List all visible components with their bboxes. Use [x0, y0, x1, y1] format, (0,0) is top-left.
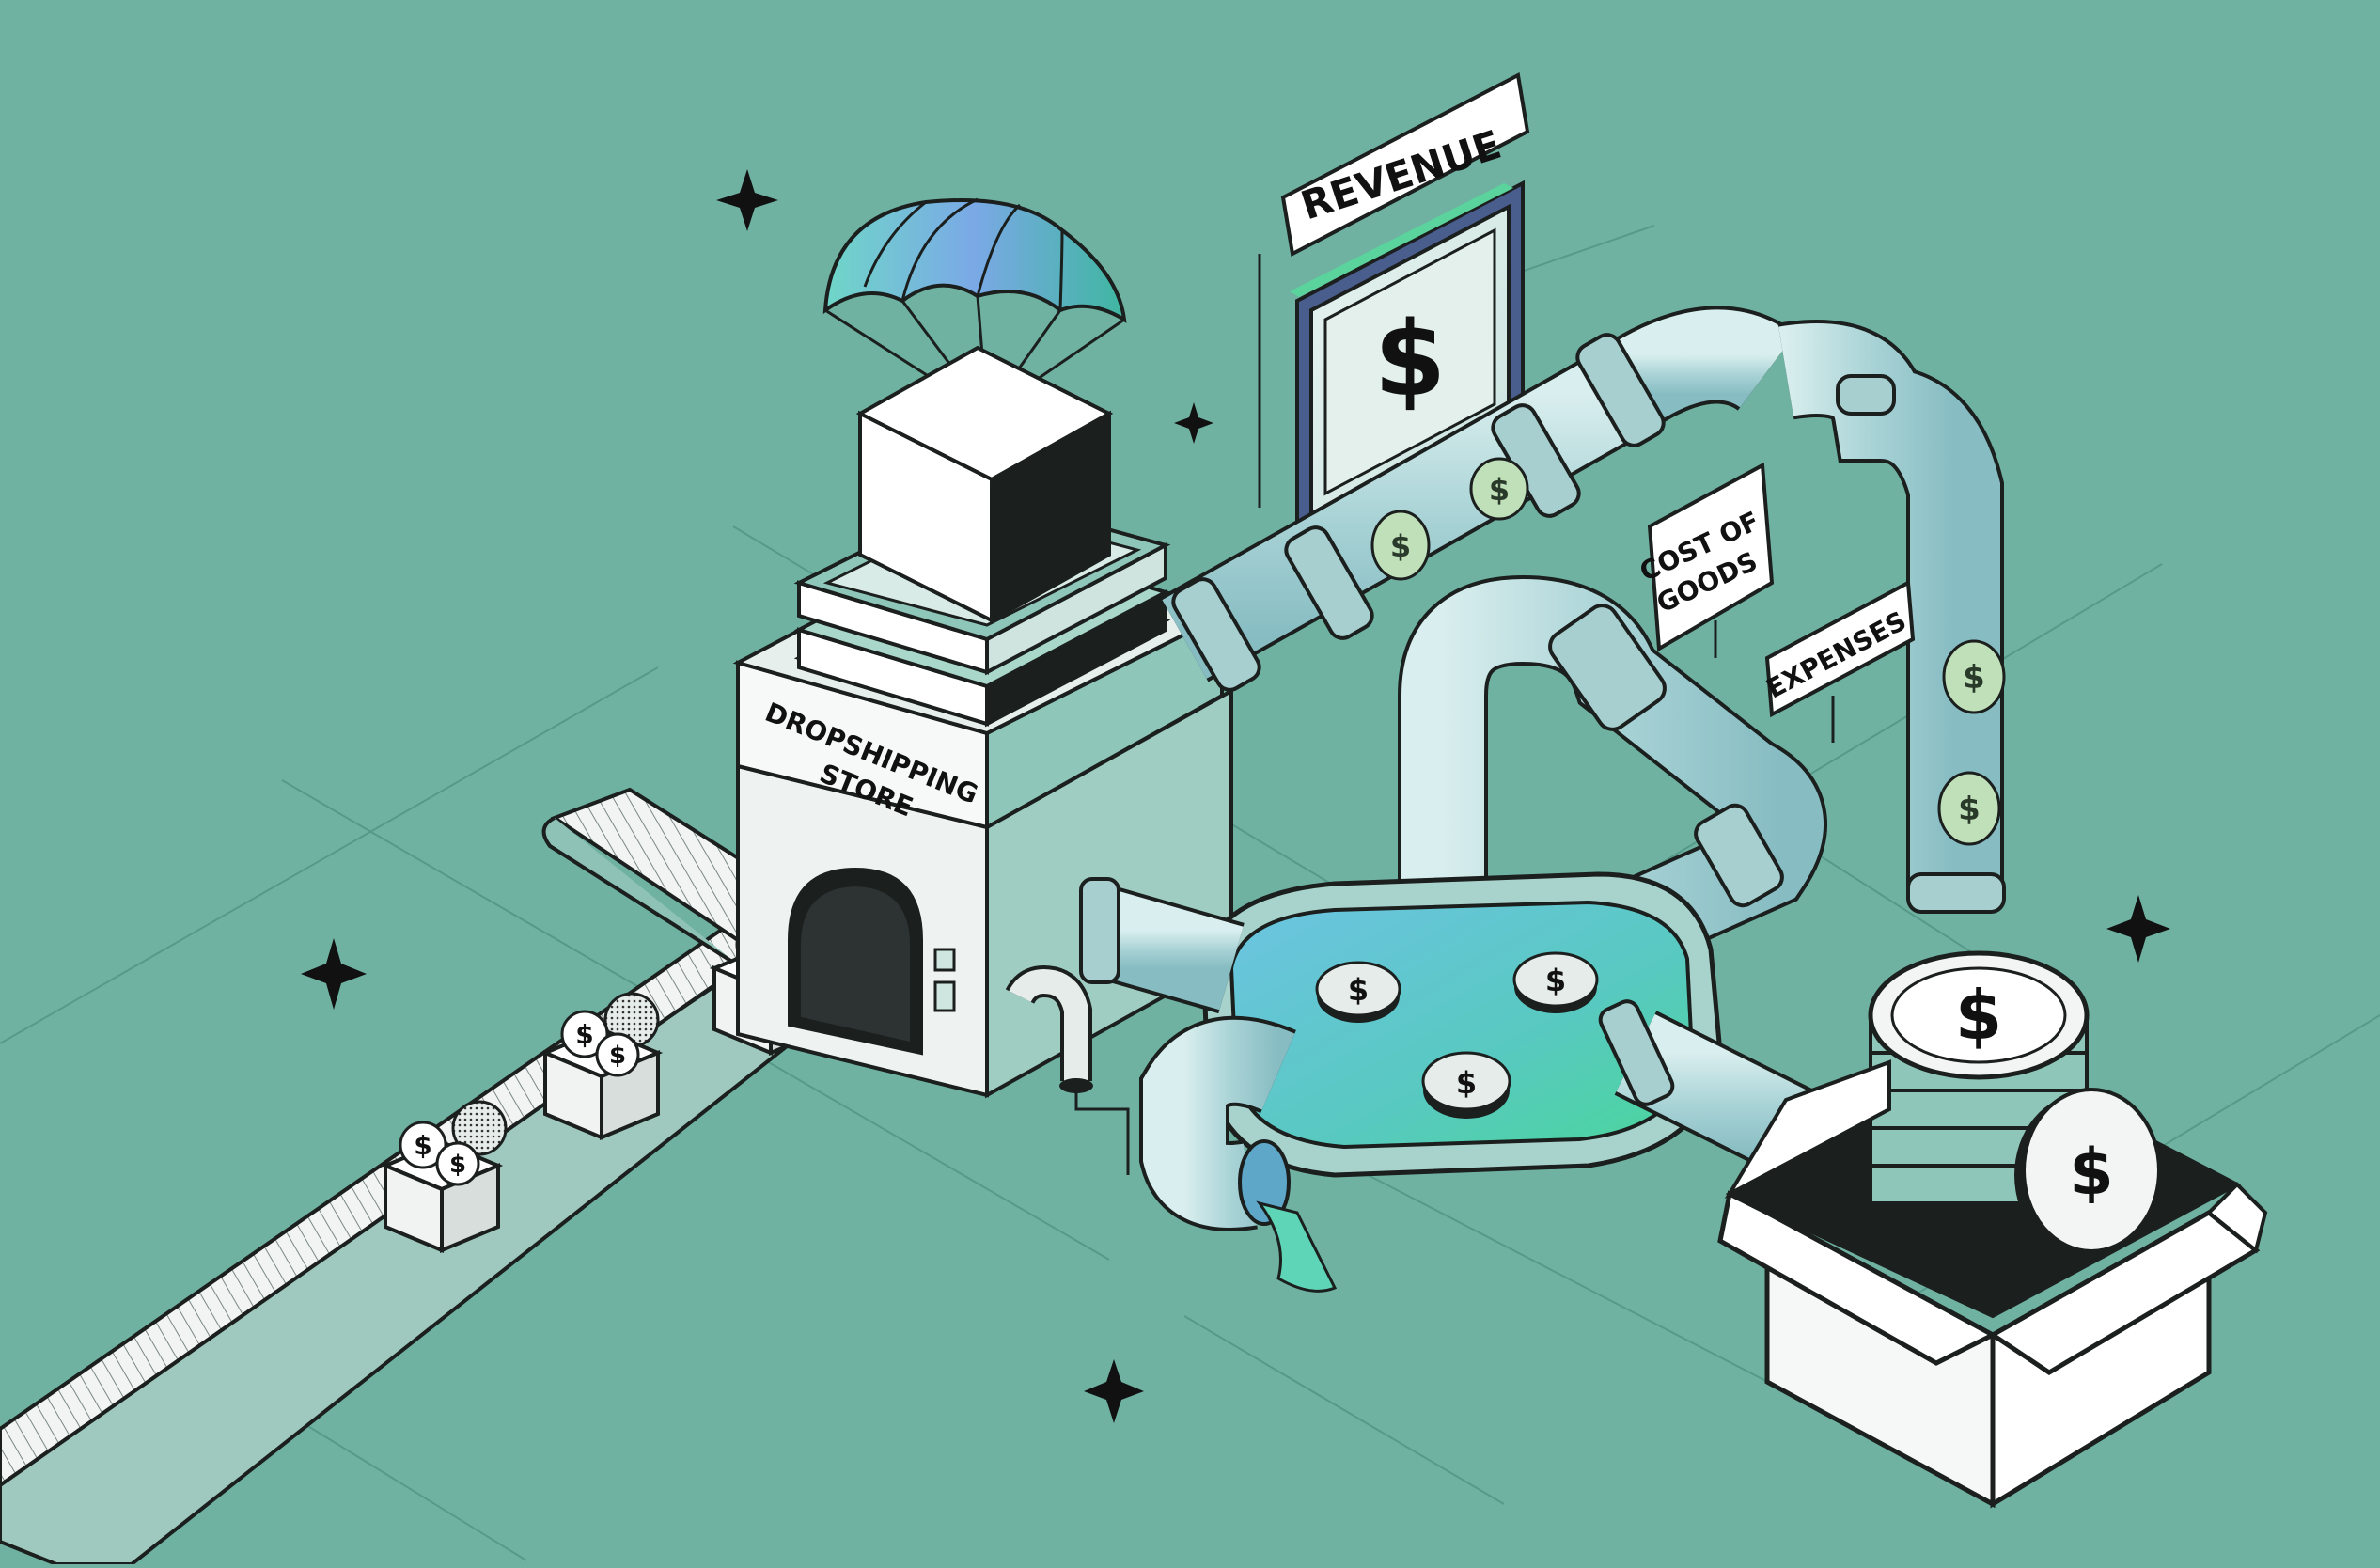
coin-icon: $ — [1315, 961, 1401, 1023]
money-pool: $ $ $ — [1200, 871, 1723, 1178]
revenue-monitor: $ REVENUE — [1258, 71, 1530, 563]
coin-box: $ $ — [380, 1100, 508, 1253]
sparkle-icon — [2106, 895, 2170, 963]
revenue-pipe: $ $ $ $ — [1160, 306, 2006, 914]
sparkle-icon — [1174, 402, 1213, 444]
dollar-sign-icon: $ — [1456, 1065, 1477, 1101]
profit-box: $ $ — [1717, 950, 2268, 1509]
coin-icon — [595, 1032, 640, 1077]
coin-icon: $ — [1370, 510, 1431, 581]
coin-icon: $ — [1512, 951, 1599, 1013]
dollar-sign-icon: $ — [449, 1151, 466, 1179]
dollar-sign-icon: $ — [1955, 976, 2002, 1055]
dollar-sign-icon: $ — [1390, 528, 1411, 564]
coin-icon: $ — [1942, 639, 2006, 714]
coin-icon — [435, 1141, 480, 1186]
coin-icon: $ — [1469, 457, 1529, 521]
dollar-sign-icon: $ — [575, 1019, 593, 1050]
coin-stack: $ $ — [1868, 950, 2161, 1256]
dollar-sign-icon: $ — [1348, 972, 1369, 1008]
coin-icon — [399, 1121, 447, 1169]
cost-of-goods-tag: COST OF GOODS — [1635, 462, 1775, 658]
coin-box: $ $ — [540, 992, 664, 1140]
dollar-sign-icon: $ — [1374, 299, 1447, 419]
coin-icon — [560, 1010, 609, 1058]
coin-icon: $ — [1421, 1051, 1511, 1119]
expenses-tag: EXPENSES — [1762, 579, 1916, 743]
sparkle-icon — [1084, 1359, 1144, 1423]
sparkle-icon — [716, 169, 778, 231]
coin-icon: $ — [2014, 1088, 2161, 1256]
box-icon — [855, 345, 1114, 624]
parachute-box — [822, 197, 1127, 624]
dollar-sign-icon: $ — [1545, 963, 1566, 998]
sparkle-icon — [301, 938, 367, 1010]
dollar-sign-icon: $ — [609, 1042, 626, 1070]
coin-icon — [451, 1100, 508, 1156]
dollar-sign-icon: $ — [414, 1130, 431, 1161]
store-to-pool-pipe — [1079, 877, 1245, 1014]
revenue-label-card — [1280, 71, 1530, 258]
dollar-sign-icon: $ — [1963, 659, 1985, 697]
coin-icon: $ — [1937, 771, 2001, 846]
dollar-sign-icon: $ — [2069, 1136, 2113, 1210]
dollar-sign-icon: $ — [1489, 472, 1510, 508]
expenses-drain-pipe — [1139, 1015, 1338, 1293]
dollar-sign-icon: $ — [1958, 791, 1981, 828]
cost-of-goods-pipe — [1398, 574, 1827, 981]
parachute-icon — [822, 197, 1127, 416]
